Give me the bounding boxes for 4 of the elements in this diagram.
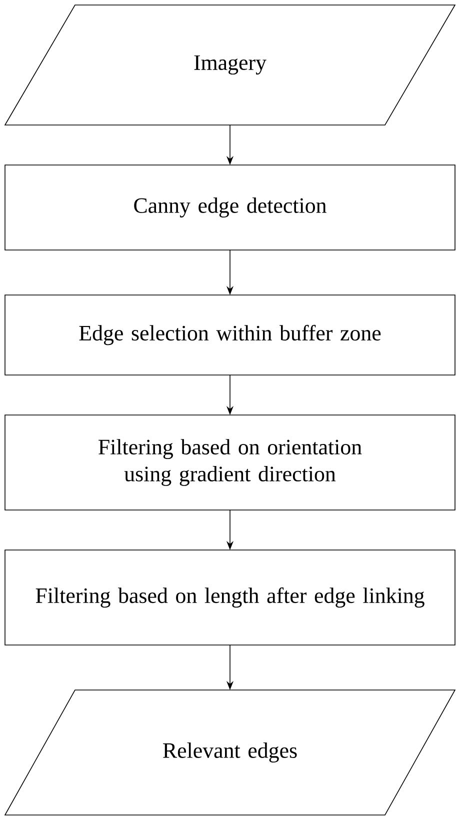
process-box: Canny edge detection — [4, 164, 456, 250]
process-box: Filtering based on orientation using gradient direction — [4, 414, 456, 510]
process-box: Filtering based on length after edge linking — [4, 550, 456, 646]
process-box: Edge selection within buffer zone — [4, 294, 456, 376]
